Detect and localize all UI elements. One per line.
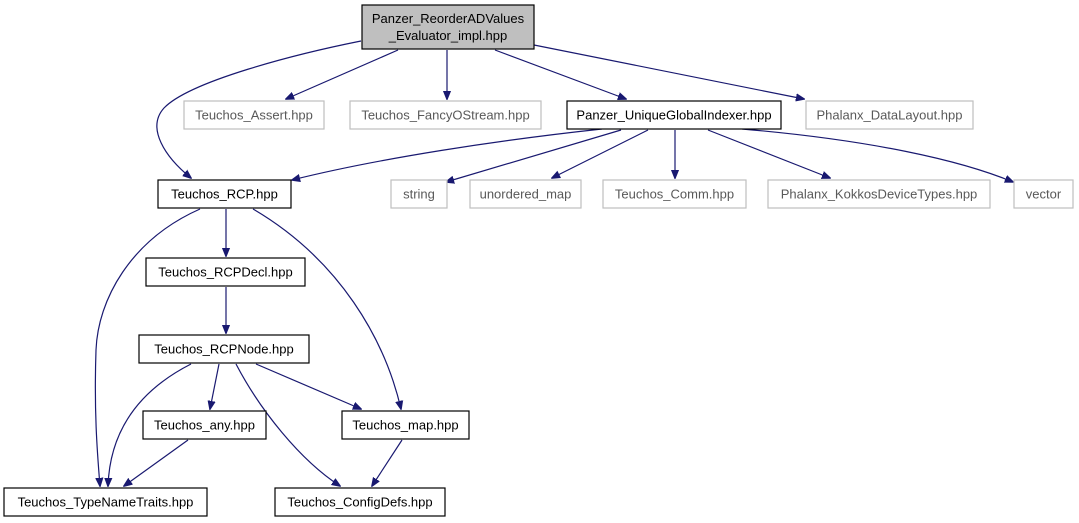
node-teuchos-rcpnode[interactable]: Teuchos_RCPNode.hpp xyxy=(138,334,310,364)
node-box xyxy=(469,179,582,209)
node-box xyxy=(602,179,747,209)
node-phalanx-datalayout: Phalanx_DataLayout.hpp xyxy=(805,100,974,130)
node-label: Panzer_ReorderADValues xyxy=(372,11,525,26)
edge-teuchos_rcp-to-teuchos_map xyxy=(252,208,401,409)
node-box xyxy=(805,100,974,130)
node-teuchos-map[interactable]: Teuchos_map.hpp xyxy=(341,410,470,440)
node-teuchos-comm: Teuchos_Comm.hpp xyxy=(602,179,747,209)
node-label: Teuchos_FancyOStream.hpp xyxy=(361,108,529,123)
node-label: _Evaluator_impl.hpp xyxy=(388,28,508,43)
node-label: Teuchos_Assert.hpp xyxy=(195,108,313,123)
edge-teuchos_rcpnode-to-teuchos_typenametraits xyxy=(108,363,192,486)
node-panzer-uniqueglobalindexer[interactable]: Panzer_UniqueGlobalIndexer.hpp xyxy=(566,100,782,130)
edge-teuchos_map-to-teuchos_configdefs xyxy=(372,439,403,486)
edge-teuchos_rcpnode-to-teuchos_configdefs xyxy=(235,363,340,486)
node-box xyxy=(361,4,535,50)
node-teuchos-rcp[interactable]: Teuchos_RCP.hpp xyxy=(157,179,292,209)
node-teuchos-assert: Teuchos_Assert.hpp xyxy=(183,100,325,130)
edge-root-to-teuchos_assert xyxy=(286,49,399,99)
node-label: vector xyxy=(1026,187,1062,202)
node-string: string xyxy=(390,179,448,209)
node-box xyxy=(183,100,325,130)
edge-panzer_uniqueglobalindexer-to-unordered_map xyxy=(552,129,649,178)
node-label: Teuchos_RCPDecl.hpp xyxy=(158,265,292,280)
nodes-layer: Panzer_ReorderADValues _Evaluator_impl.hp… xyxy=(3,4,1074,517)
edge-panzer_uniqueglobalindexer-to-phalanx_kokkosdevicetypes xyxy=(707,129,830,178)
node-label: Teuchos_RCPNode.hpp xyxy=(154,342,293,357)
node-vector: vector xyxy=(1013,179,1074,209)
edges-layer xyxy=(94,40,1013,486)
edge-teuchos_rcp-to-teuchos_typenametraits xyxy=(94,208,201,486)
node-teuchos-typenametraits[interactable]: Teuchos_TypeNameTraits.hpp xyxy=(3,487,208,517)
node-box xyxy=(274,487,446,517)
node-label: Teuchos_Comm.hpp xyxy=(615,187,734,202)
node-label: Panzer_UniqueGlobalIndexer.hpp xyxy=(576,108,771,123)
edge-root-to-phalanx_datalayout xyxy=(533,44,804,99)
node-label: Teuchos_ConfigDefs.hpp xyxy=(287,495,432,510)
node-phalanx-kokkosdevicetypes: Phalanx_KokkosDeviceTypes.hpp xyxy=(767,179,991,209)
node-label: unordered_map xyxy=(480,187,572,202)
edge-teuchos_rcpnode-to-teuchos_any xyxy=(210,363,220,409)
node-box xyxy=(566,100,782,130)
node-unordered-map: unordered_map xyxy=(469,179,582,209)
node-box xyxy=(157,179,292,209)
node-label: Teuchos_RCP.hpp xyxy=(171,187,278,202)
edge-panzer_uniqueglobalindexer-to-vector xyxy=(741,128,1013,182)
node-teuchos-rcpdecl[interactable]: Teuchos_RCPDecl.hpp xyxy=(145,257,306,287)
node-box xyxy=(349,100,542,130)
node-box xyxy=(3,487,208,517)
edge-root-to-teuchos_rcp xyxy=(156,40,362,178)
node-label: Teuchos_map.hpp xyxy=(352,418,458,433)
edge-teuchos_any-to-teuchos_typenametraits xyxy=(124,439,189,486)
node-label: string xyxy=(403,187,435,202)
node-label: Teuchos_any.hpp xyxy=(154,418,255,433)
edge-root-to-panzer_uniqueglobalindexer xyxy=(494,49,626,99)
edge-panzer_uniqueglobalindexer-to-teuchos_rcp xyxy=(292,128,603,180)
edge-teuchos_rcpnode-to-teuchos_map xyxy=(255,363,361,409)
node-root[interactable]: Panzer_ReorderADValues _Evaluator_impl.hp… xyxy=(361,4,535,50)
edge-panzer_uniqueglobalindexer-to-string xyxy=(446,129,622,182)
node-teuchos-fancyostream: Teuchos_FancyOStream.hpp xyxy=(349,100,542,130)
node-box xyxy=(138,334,310,364)
node-label: Phalanx_DataLayout.hpp xyxy=(816,108,962,123)
node-label: Phalanx_KokkosDeviceTypes.hpp xyxy=(781,187,978,202)
node-box xyxy=(390,179,448,209)
node-box xyxy=(767,179,991,209)
node-teuchos-configdefs[interactable]: Teuchos_ConfigDefs.hpp xyxy=(274,487,446,517)
node-box xyxy=(142,410,267,440)
node-box xyxy=(1013,179,1074,209)
node-label: Teuchos_TypeNameTraits.hpp xyxy=(18,495,194,510)
node-box xyxy=(341,410,470,440)
node-box xyxy=(145,257,306,287)
node-teuchos-any[interactable]: Teuchos_any.hpp xyxy=(142,410,267,440)
